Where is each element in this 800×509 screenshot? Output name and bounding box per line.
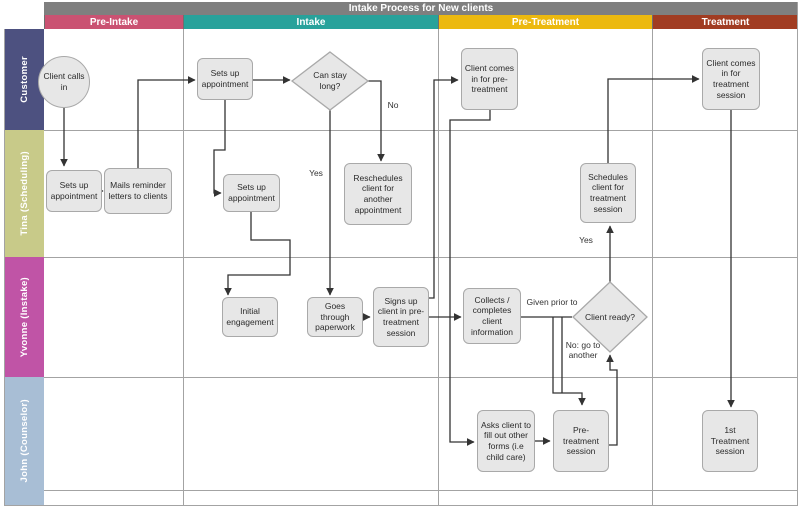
column-divider <box>652 29 653 505</box>
node-signs-up-client[interactable]: Signs up client in pre-treatment session <box>373 287 429 347</box>
lane-divider <box>44 130 798 131</box>
node-pre-treatment-session[interactable]: Pre-treatment session <box>553 410 609 472</box>
phase-header-pre-intake[interactable]: Pre-Intake <box>44 15 183 29</box>
node-mails-reminder-letters[interactable]: Mails reminder letters to clients <box>104 168 172 214</box>
edge-label-yes-treatment: Yes <box>579 235 593 245</box>
diagram-border-right <box>797 2 798 505</box>
node-reschedules-client[interactable]: Reschedules client for another appointme… <box>344 163 412 225</box>
connector <box>552 317 586 406</box>
node-sets-up-appointment-customer[interactable]: Sets up appointment <box>197 58 253 100</box>
connector <box>607 75 700 163</box>
lane-label-john[interactable]: John (Counselor) <box>4 377 44 505</box>
lane-divider <box>44 490 798 491</box>
connector <box>137 76 196 168</box>
lane-label-tina[interactable]: Tina (Scheduling) <box>4 130 44 257</box>
connector <box>606 354 618 446</box>
node-first-treatment-session[interactable]: 1st Treatment session <box>702 410 758 472</box>
decision-client-ready[interactable]: Client ready? <box>584 311 636 322</box>
node-client-comes-in-pre-treatment[interactable]: Client comes in for pre-treatment <box>461 48 518 110</box>
connector <box>224 212 291 296</box>
node-initial-engagement[interactable]: Initial engagement <box>222 297 278 337</box>
edge-label-no-go-to-another: No: go to another <box>565 340 601 361</box>
phase-header-treatment[interactable]: Treatment <box>652 15 798 29</box>
column-divider <box>438 29 439 505</box>
connector <box>368 80 385 162</box>
lane-label-yvonne[interactable]: Yvonne (Instake) <box>4 257 44 377</box>
phase-header-pre-treatment[interactable]: Pre-Treatment <box>438 15 652 29</box>
diagram-border-bottom <box>4 505 798 506</box>
node-goes-through-paperwork[interactable]: Goes through paperwork <box>307 297 363 337</box>
node-asks-client-forms[interactable]: Asks client to fill out other forms (i.e… <box>477 410 535 472</box>
diagram-title: Intake Process for New clients <box>44 2 798 15</box>
edge-label-given-prior-to: Given prior to <box>526 297 578 307</box>
connector <box>429 76 459 299</box>
edge-label-yes: Yes <box>309 168 323 178</box>
lane-label-customer[interactable]: Customer <box>4 29 44 130</box>
node-sets-up-appointment-intake[interactable]: Sets up appointment <box>223 174 280 212</box>
column-divider <box>183 29 184 505</box>
node-sets-up-appointment-tina[interactable]: Sets up appointment <box>46 170 102 212</box>
start-node-client-calls-in[interactable]: Client calls in <box>38 56 90 108</box>
lane-divider <box>44 377 798 378</box>
node-client-comes-in-treatment[interactable]: Client comes in for treatment session <box>702 48 760 110</box>
connector <box>449 110 491 446</box>
lane-divider <box>44 257 798 258</box>
node-collects-client-information[interactable]: Collects / completes client information <box>463 288 521 344</box>
edge-label-no: No <box>387 100 399 110</box>
node-schedules-client-treatment[interactable]: Schedules client for treatment session <box>580 163 636 223</box>
phase-header-intake[interactable]: Intake <box>183 15 438 29</box>
diagram-border-left <box>4 29 5 506</box>
decision-can-stay-long[interactable]: Can stay long? <box>313 70 347 91</box>
